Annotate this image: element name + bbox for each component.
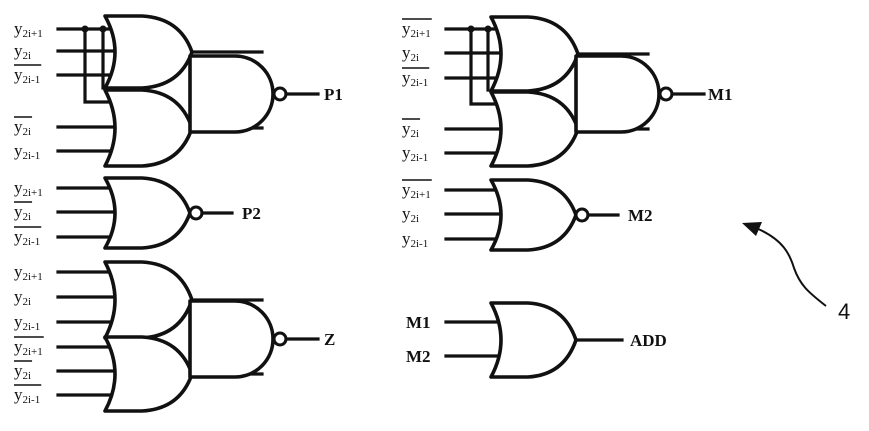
p2-output-label: P2	[242, 204, 261, 223]
m1-input-label: y2i+1	[402, 19, 431, 40]
m1-or-gate-upper	[489, 15, 580, 93]
m1-branch-wire	[469, 27, 508, 106]
m1-input-label: y2i	[402, 119, 419, 140]
m2-circuit	[444, 178, 620, 252]
p1-input-label: y2i-1	[14, 65, 40, 86]
m1-junction-dot	[467, 25, 475, 33]
p2-nor-gate	[103, 176, 192, 250]
m1-nand-gate	[574, 54, 661, 134]
m1-output-label: M1	[708, 85, 733, 104]
m2-output-label: M2	[628, 206, 653, 225]
add-output-label: ADD	[630, 331, 667, 350]
add-circuit	[444, 301, 624, 379]
m2-input-label: y2i	[402, 204, 419, 225]
reference-numeral: 4	[838, 299, 850, 324]
z-input-label: y2i-1	[14, 385, 40, 406]
m2-input-label: y2i-1	[402, 229, 428, 250]
m1-junction-dot	[484, 25, 492, 33]
p1-junction-dot	[99, 25, 107, 33]
z-circuit	[56, 260, 320, 413]
add-input-label: M2	[406, 347, 431, 366]
reference-arrowhead-icon	[742, 222, 762, 236]
m2-nor-gate	[489, 178, 578, 252]
m1-input-label: y2i-1	[402, 68, 428, 89]
reference-callout: 4	[742, 222, 850, 324]
p1-or-gate-upper	[103, 14, 194, 90]
z-input-label: y2i-1	[14, 312, 40, 333]
z-inversion-bubble	[272, 331, 288, 347]
m1-or-gate-lower	[489, 90, 580, 168]
z-or-gate-lower	[103, 335, 194, 413]
p2-input-label: y2i+1	[14, 178, 43, 199]
z-input-label: y2i	[14, 361, 31, 382]
p1-circuit	[56, 14, 320, 168]
p1-input-label: y2i	[14, 41, 31, 62]
m2-input-label: y2i+1	[402, 180, 431, 201]
z-or-gate-upper	[103, 260, 194, 340]
p1-output-label: P1	[324, 85, 343, 104]
m1-inversion-bubble	[658, 86, 674, 102]
p1-input-label: y2i+1	[14, 19, 43, 40]
z-input-label: y2i+1	[14, 337, 43, 358]
m1-input-label: y2i-1	[402, 143, 428, 164]
reference-arrow	[755, 227, 827, 307]
p2-inversion-bubble	[188, 205, 204, 221]
p1-branch-wire	[83, 27, 122, 104]
input-labels: y2i+1y2iy2i-1y2iy2i-1y2i+1y2iy2i-1y2i+1y…	[14, 18, 432, 406]
add-input-label: M1	[406, 313, 431, 332]
add-or-gate	[489, 301, 578, 379]
z-input-label: y2i	[14, 287, 31, 308]
p1-junction-dot	[81, 25, 89, 33]
p2-input-label: y2i-1	[14, 227, 40, 248]
m2-inversion-bubble	[574, 207, 590, 223]
p1-input-label: y2i	[14, 117, 31, 138]
p2-circuit	[56, 176, 234, 250]
p1-or-gate-lower	[103, 88, 194, 168]
p1-input-label: y2i-1	[14, 141, 40, 162]
p1-nand-gate	[188, 54, 275, 134]
z-nand-gate	[188, 299, 275, 379]
m1-input-label: y2i	[402, 43, 419, 64]
z-output-label: Z	[324, 330, 335, 349]
p2-input-label: y2i	[14, 202, 31, 223]
z-input-label: y2i+1	[14, 262, 43, 283]
m1-circuit	[444, 15, 706, 168]
p1-inversion-bubble	[272, 86, 288, 102]
